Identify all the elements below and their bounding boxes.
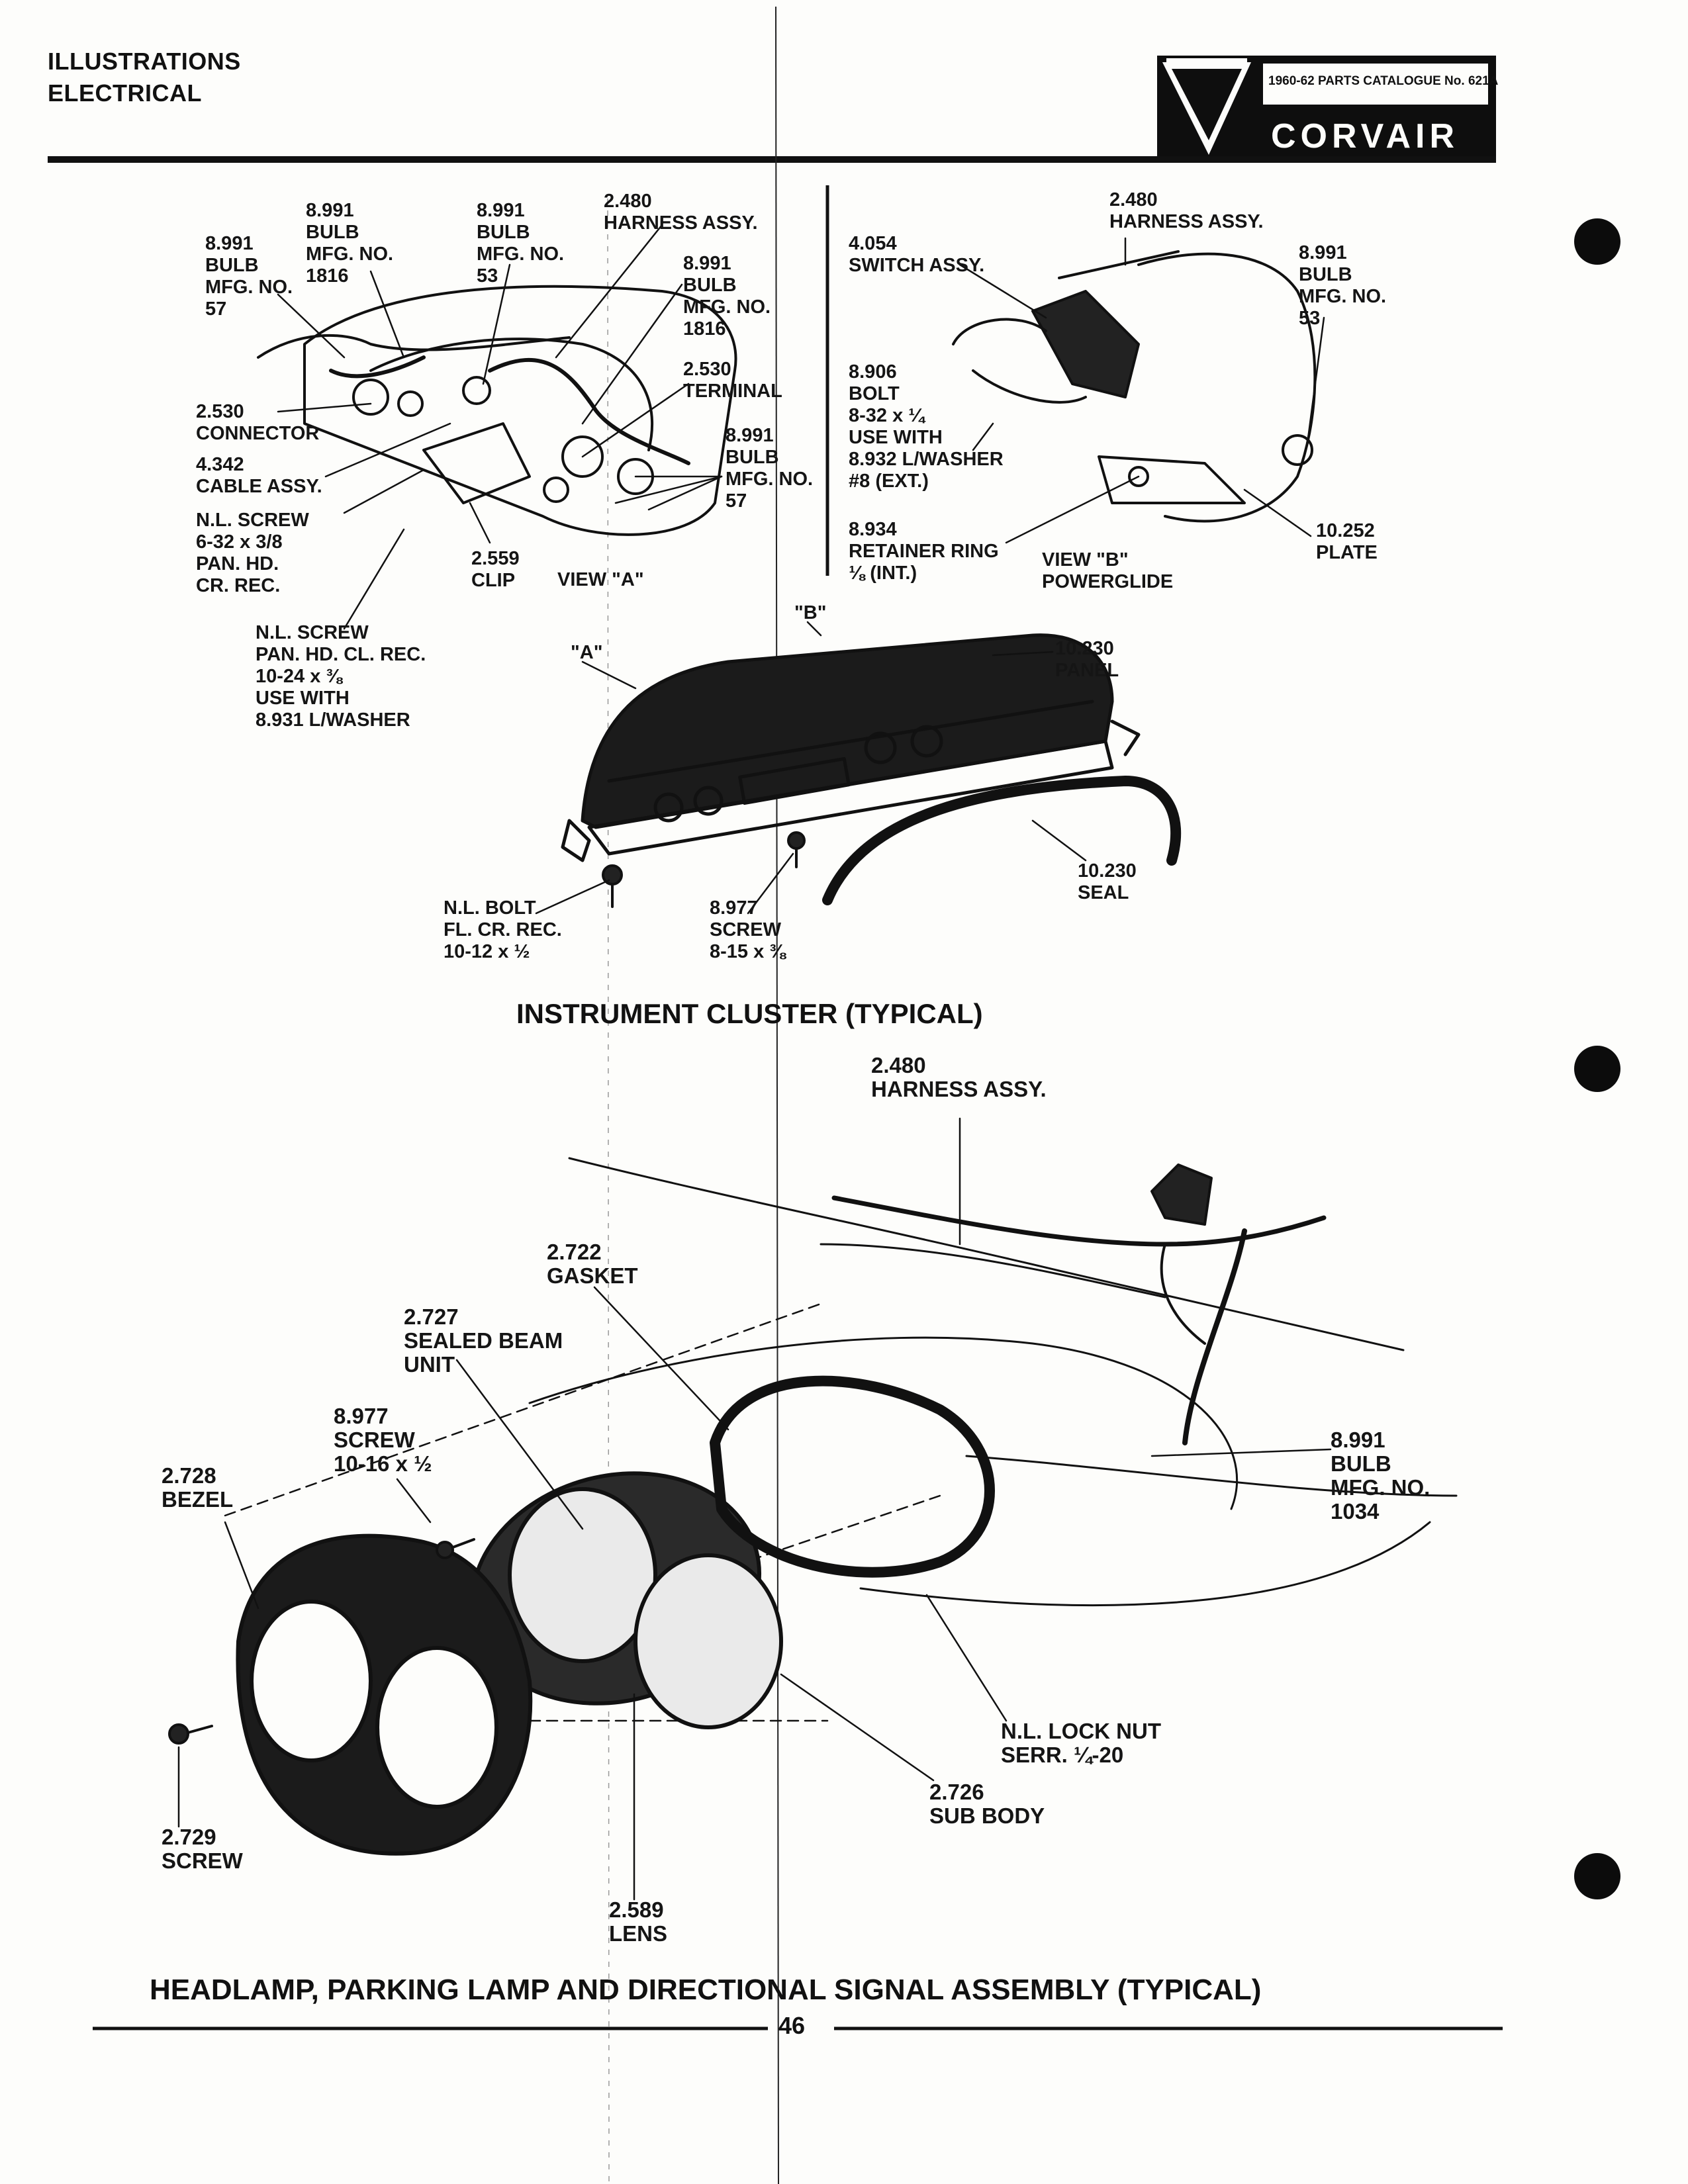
label-clip: 2.559 CLIP [471,548,520,591]
label-connector: 2.530 CONNECTOR [196,401,320,444]
view-a-caption: VIEW "A" [557,569,644,590]
instrument-cluster-title: INSTRUMENT CLUSTER (TYPICAL) [516,998,983,1029]
view-b-drawing [952,250,1317,523]
label-sub-body: 2.726 SUB BODY [929,1780,1045,1828]
crest-emblem [1162,58,1251,155]
label-nl-screw-pan: N.L. SCREW PAN. HD. CL. REC. 10-24 x ⅜ U… [256,622,426,731]
label-plate: 10.252 PLATE [1316,520,1378,563]
label-terminal: 2.530 TERMINAL [683,359,782,402]
label-harness-view-b: 2.480 HARNESS ASSY. [1109,189,1264,232]
label-sealed-beam: 2.727 SEALED BEAM UNIT [404,1304,563,1377]
page-number: 46 [778,2012,806,2039]
section-title-line2: ELECTRICAL [48,79,202,107]
gasket-drawing [710,1375,995,1578]
label-bulb-1816-right: 8.991 BULB MFG. NO. 1816 [683,253,771,340]
label-bulb-1034: 8.991 BULB MFG. NO. 1034 [1331,1428,1430,1524]
label-panel: 10.230 PANEL [1055,638,1119,681]
label-bezel: 2.728 BEZEL [162,1463,234,1512]
label-cable-assy: 4.342 CABLE ASSY. [196,454,322,497]
label-switch-assy: 4.054 SWITCH ASSY. [849,233,985,276]
label-bulb-53-view-b: 8.991 BULB MFG. NO. 53 [1299,242,1387,329]
label-bulb-57: 8.991 BULB MFG. NO. 57 [205,233,293,320]
label-screw-lower: 8.977 SCREW 10-16 x ½ [334,1404,432,1476]
label-gasket: 2.722 GASKET [547,1240,638,1288]
label-screw-8977: 8.977 SCREW 8-15 x ⅜ [710,897,786,962]
label-bulb-53-view-a: 8.991 BULB MFG. NO. 53 [477,200,565,287]
view-a-drawing [257,285,737,536]
label-bezel-screw: 2.729 SCREW [162,1825,243,1873]
brand-wordmark: CORVAIR [1271,117,1459,156]
section-title-line1: ILLUSTRATIONS [48,48,241,75]
label-bolt: 8.906 BOLT 8-32 x ¼ USE WITH 8.932 L/WAS… [849,361,1004,492]
label-nl-bolt: N.L. BOLT FL. CR. REC. 10-12 x ½ [444,897,562,962]
view-b-caption: VIEW "B" POWERGLIDE [1042,549,1174,592]
marker-b: "B" [794,602,827,623]
label-retainer-ring: 8.934 RETAINER RING ⅛ (INT.) [849,519,999,584]
seal-drawing [822,776,1182,905]
corvair-logo-block: 1960-62 PARTS CATALOGUE No. 621A CORVAIR [1157,56,1499,163]
label-lens: 2.589 LENS [609,1897,668,1946]
instrument-panel-drawing [561,633,1141,862]
harness-drawing [831,1163,1327,1445]
binder-hole-middle [1574,1046,1620,1092]
headlamp-assembly-title: HEADLAMP, PARKING LAMP AND DIRECTIONAL S… [150,1974,1262,2006]
label-harness-lower: 2.480 HARNESS ASSY. [871,1053,1047,1101]
label-harness-view-a: 2.480 HARNESS ASSY. [604,191,758,234]
catalogue-number: 1960-62 PARTS CATALOGUE No. 621A [1268,74,1499,88]
header-rule [48,156,1496,163]
marker-a: "A" [571,642,603,663]
binder-hole-bottom [1574,1853,1620,1899]
sub-body-drawing [469,1471,783,1729]
label-bulb-57-right: 8.991 BULB MFG. NO. 57 [726,425,814,512]
label-bulb-1816-left: 8.991 BULB MFG. NO. 1816 [306,200,394,287]
label-seal: 10.230 SEAL [1078,860,1137,903]
label-nl-screw: N.L. SCREW 6-32 x 3/8 PAN. HD. CR. REC. [196,510,309,596]
bezel-drawing [236,1533,533,1856]
label-lock-nut: N.L. LOCK NUT SERR. ¼-20 [1001,1719,1161,1767]
body-contour-lines [528,1157,1458,1606]
binder-hole-top [1574,218,1620,265]
